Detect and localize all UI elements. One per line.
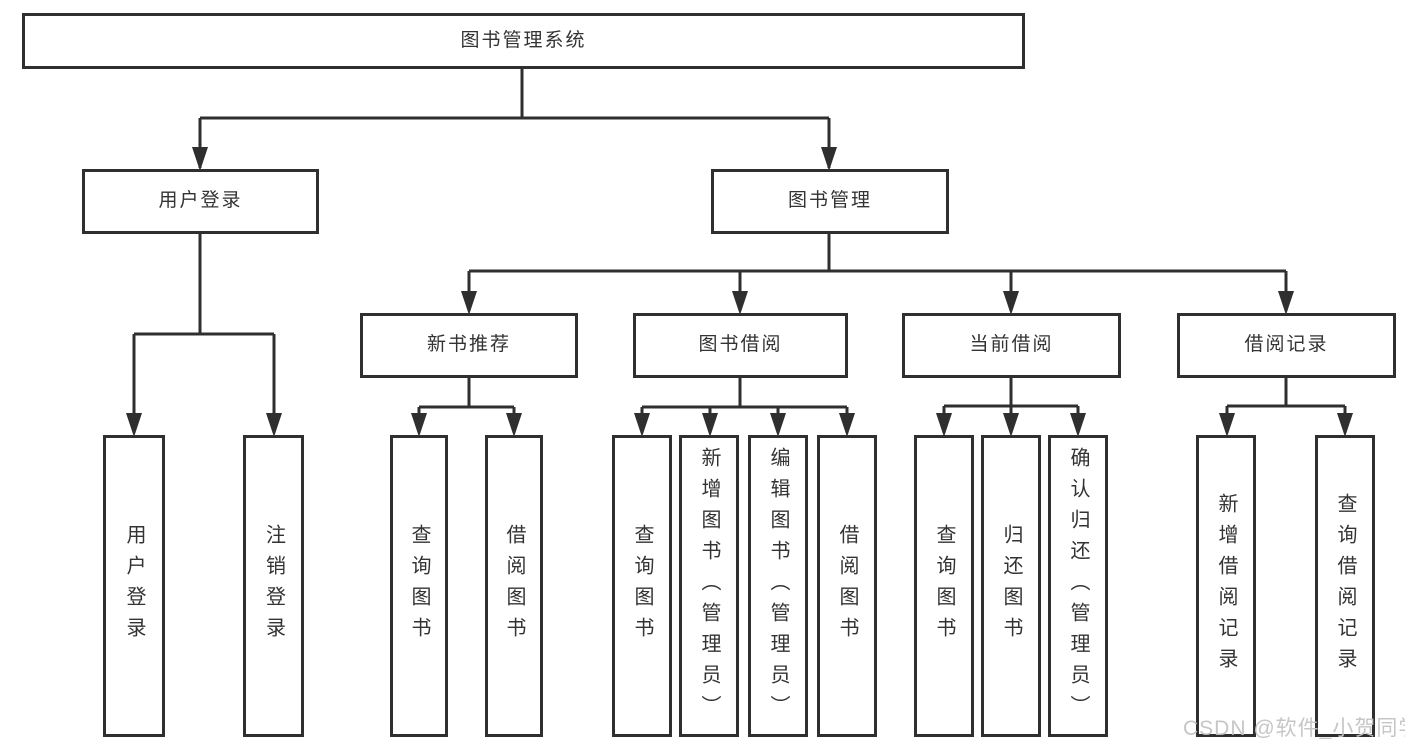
node-borrowing-records: 借阅记录 (1177, 313, 1396, 378)
node-book-borrowing: 图书借阅 (633, 313, 848, 378)
leaf-confirm-return-admin: 确认归还（管理员） (1048, 435, 1108, 737)
leaf-return-books: 归还图书 (981, 435, 1041, 737)
arrowhead-icons (126, 147, 1353, 437)
leaf-borrow-books-recommend: 借阅图书 (485, 435, 543, 737)
tree-edges (132, 69, 1347, 433)
leaf-logout: 注销登录 (243, 435, 304, 737)
leaf-query-books-current: 查询图书 (914, 435, 974, 737)
csdn-watermark: CSDN @软件_小贺同学 (1183, 717, 1405, 740)
leaf-add-book-admin: 新增图书（管理员） (679, 435, 739, 737)
leaf-edit-book-admin: 编辑图书（管理员） (748, 435, 808, 737)
leaf-query-books-recommend: 查询图书 (390, 435, 448, 737)
leaf-add-borrow-record: 新增借阅记录 (1196, 435, 1256, 737)
leaf-borrow-books-borrow: 借阅图书 (817, 435, 877, 737)
node-current-borrowing: 当前借阅 (902, 313, 1121, 378)
leaf-query-books-borrow: 查询图书 (612, 435, 672, 737)
leaf-query-borrow-record: 查询借阅记录 (1315, 435, 1375, 737)
node-new-book-recommendation: 新书推荐 (360, 313, 578, 378)
root-node-library-management-system: 图书管理系统 (22, 13, 1025, 69)
node-book-management: 图书管理 (711, 169, 949, 234)
node-user-login: 用户登录 (82, 169, 319, 234)
leaf-user-login: 用户登录 (103, 435, 165, 737)
